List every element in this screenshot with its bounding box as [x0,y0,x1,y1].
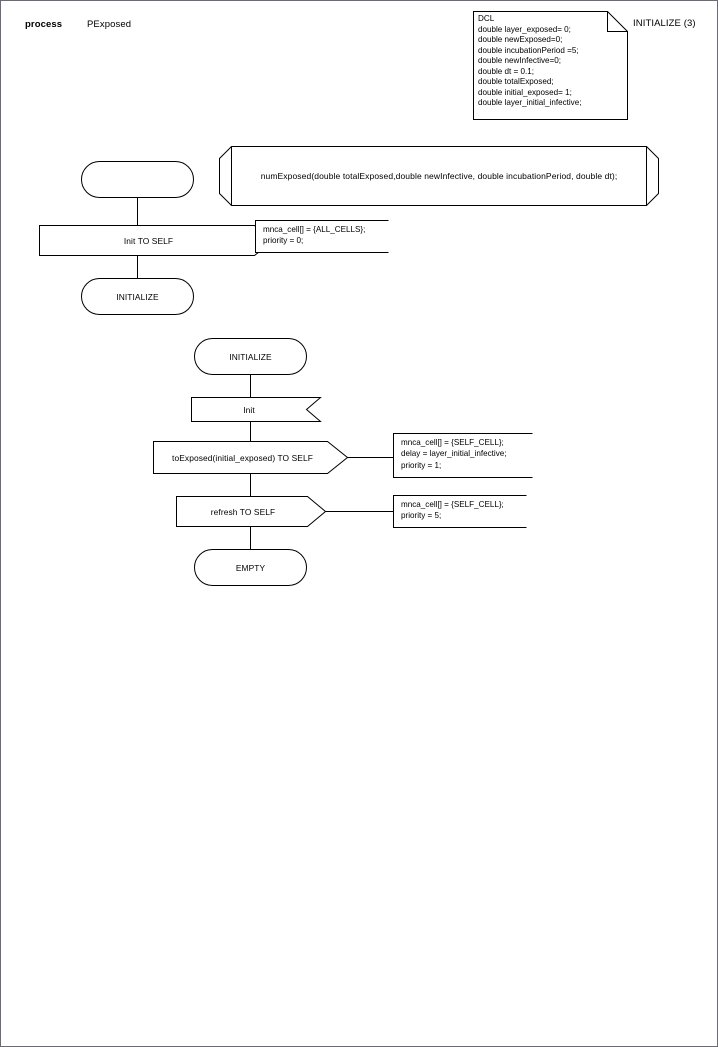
process-name: PExposed [87,19,132,30]
procedure-declaration-shape[interactable]: numExposed(double totalExposed,double ne… [219,146,659,206]
state-start-empty[interactable] [81,161,194,198]
comment-refresh[interactable]: mnca_cell[] = {SELF_CELL}; priority = 5; [393,495,527,528]
output-signal-init-to-self[interactable]: Init TO SELF [39,225,275,256]
comment-init-to-self[interactable]: mnca_cell[] = {ALL_CELLS}; priority = 0; [255,220,389,253]
state-empty[interactable]: EMPTY [194,549,307,586]
connector-input-to-toexposed [250,422,251,441]
output-signal-toexposed[interactable]: toExposed(initial_exposed) TO SELF [153,441,349,474]
connector-toexposed-to-refresh [250,474,251,496]
connector-init-to-initialize [137,256,138,278]
connector-start-to-init [137,198,138,225]
state-initialize-2[interactable]: INITIALIZE [194,338,307,375]
comment-toexposed-text: mnca_cell[] = {SELF_CELL}; delay = layer… [401,438,507,470]
state-initialize-1[interactable]: INITIALIZE [81,278,194,315]
input-signal-init[interactable]: Init [191,397,322,422]
connector-refresh-to-empty [250,527,251,549]
connector-initialize-to-input [250,375,251,397]
declaration-note[interactable]: DCL double layer_exposed= 0; double newE… [473,11,628,120]
declaration-note-text: DCL double layer_exposed= 0; double newE… [478,14,582,108]
comment-refresh-text: mnca_cell[] = {SELF_CELL}; priority = 5; [401,500,504,521]
connector-toexposed-to-comment [347,457,394,458]
page-label: INITIALIZE (3) [633,18,696,29]
comment-toexposed[interactable]: mnca_cell[] = {SELF_CELL}; delay = layer… [393,433,533,478]
output-signal-refresh[interactable]: refresh TO SELF [176,496,327,527]
connector-refresh-to-comment [325,511,394,512]
comment-init-to-self-text: mnca_cell[] = {ALL_CELLS}; priority = 0; [263,225,366,246]
process-keyword: process [25,19,63,30]
